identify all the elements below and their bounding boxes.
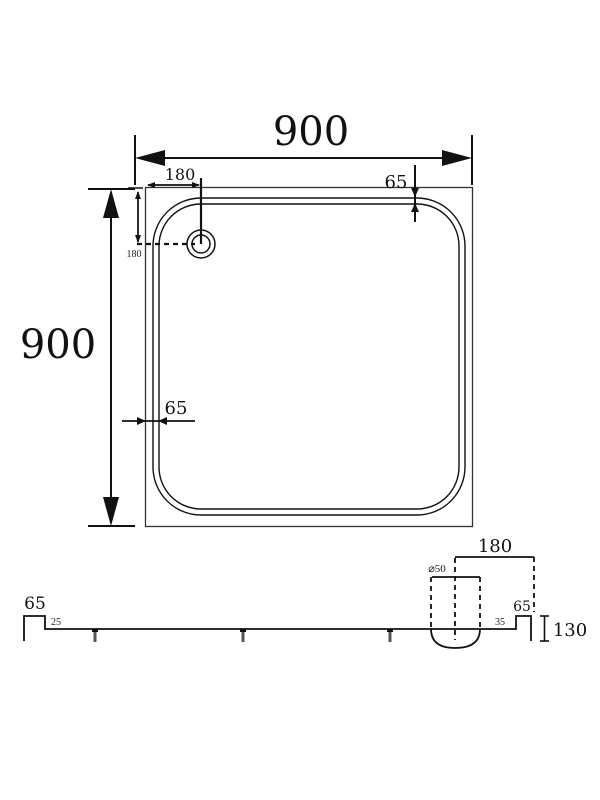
foot-icon bbox=[387, 629, 393, 642]
width-label: 900 bbox=[273, 109, 349, 155]
rim-left-dimension: 65 bbox=[122, 398, 195, 425]
rim-left-label: 65 bbox=[165, 398, 188, 419]
drain-offset-x-dimension: 180 bbox=[147, 165, 200, 188]
height-dimension: 900 bbox=[20, 188, 135, 527]
right-rim-width-label: 65 bbox=[513, 599, 531, 615]
foot-icon bbox=[240, 629, 246, 642]
side-height-dimension: 130 bbox=[540, 615, 587, 642]
drain-offset-side-dimension: 180 bbox=[455, 536, 535, 612]
side-view: 180 ⌀50 65 25 35 65 130 bbox=[23, 536, 587, 649]
tray-outline bbox=[144, 186, 474, 528]
rim-top-dimension: 65 bbox=[385, 165, 419, 222]
drain-offset-y-dimension: 180 bbox=[127, 187, 143, 260]
drain-diameter-label: ⌀50 bbox=[428, 563, 446, 575]
width-dimension: 900 bbox=[134, 109, 473, 185]
left-rim-width-label: 65 bbox=[24, 594, 46, 614]
drain-icon bbox=[137, 178, 216, 259]
height-label: 900 bbox=[20, 322, 96, 368]
drain-offset-side-label: 180 bbox=[478, 536, 512, 557]
tray-profile bbox=[23, 615, 532, 641]
drain-offset-y-label: 180 bbox=[127, 249, 142, 260]
side-height-label: 130 bbox=[553, 620, 587, 641]
top-view: 900 900 180 180 65 bbox=[20, 109, 474, 528]
foot-icon bbox=[92, 629, 98, 642]
left-step-label: 25 bbox=[51, 617, 61, 628]
tray-rim-outer bbox=[152, 197, 466, 516]
drain-pipe bbox=[430, 558, 481, 649]
right-step-label: 35 bbox=[495, 617, 505, 628]
tray-rim-inner bbox=[158, 203, 460, 510]
rim-top-label: 65 bbox=[385, 172, 408, 193]
drain-offset-x-label: 180 bbox=[165, 165, 196, 184]
